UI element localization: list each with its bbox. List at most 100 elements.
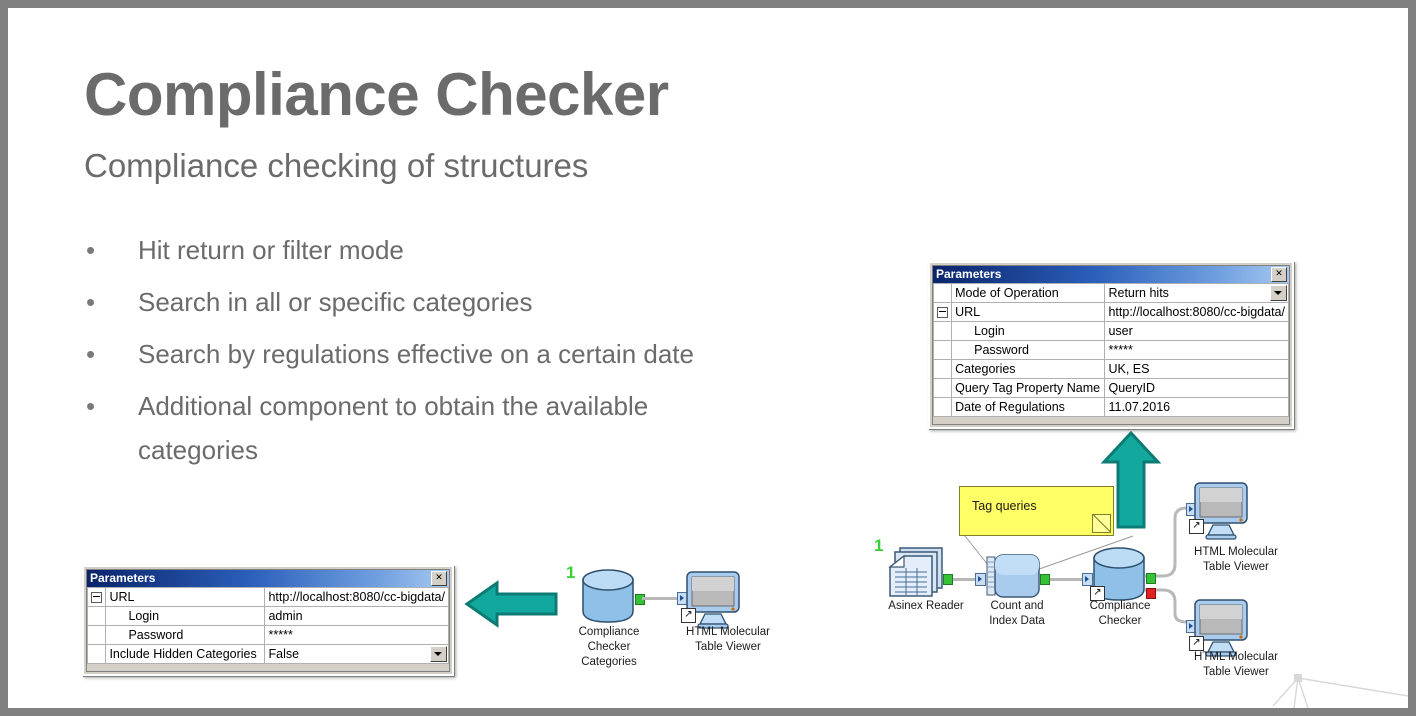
dialog-badge-icon[interactable]: ↗ — [1189, 519, 1204, 534]
table-row[interactable]: URL http://localhost:8080/cc-bigdata/ — [932, 302, 1289, 322]
sticky-note-text: Tag queries — [972, 499, 1037, 513]
dialog-badge-icon[interactable]: ↗ — [1090, 586, 1105, 601]
chevron-down-icon[interactable] — [430, 646, 447, 662]
table-row[interactable]: Include Hidden Categories False — [86, 644, 449, 664]
sticky-note-tag-queries[interactable]: Tag queries — [959, 486, 1114, 536]
param-key: Password — [951, 340, 1106, 360]
compliance-checker-categories-node-icon[interactable] — [580, 568, 642, 626]
table-row[interactable]: Query Tag Property Name QueryID — [932, 378, 1289, 398]
node-label-count-index-line2: Index Data — [989, 615, 1045, 627]
bullet-marker: • — [86, 235, 96, 265]
param-value-cell[interactable]: 11.07.2016 — [1104, 397, 1289, 417]
close-icon[interactable]: ✕ — [431, 571, 447, 586]
node-label-categories-line1: Compliance — [578, 626, 640, 638]
table-row[interactable]: Categories UK, ES — [932, 359, 1289, 379]
input-port[interactable] — [975, 573, 986, 586]
param-value-cell[interactable]: ***** — [264, 625, 449, 645]
parameters-dialog-top[interactable]: Parameters ✕ Mode of Operation Return hi… — [928, 261, 1294, 429]
dialog-title: Parameters — [936, 267, 1002, 281]
edge-categories-to-viewer — [642, 597, 678, 600]
table-row[interactable]: Login admin — [86, 606, 449, 626]
table-row[interactable]: URL http://localhost:8080/cc-bigdata/ — [86, 587, 449, 607]
param-value-cell[interactable]: Return hits — [1104, 283, 1289, 303]
node-label-viewer1-line1: HTML Molecular — [1194, 546, 1278, 558]
dialog-titlebar[interactable]: Parameters ✕ — [87, 570, 449, 587]
node-badge-number: 1 — [874, 536, 884, 555]
close-icon[interactable]: ✕ — [1271, 267, 1287, 282]
node-label-viewer1-line2: Table Viewer — [1203, 561, 1269, 573]
row-gutter — [932, 397, 953, 417]
collapse-icon[interactable] — [91, 592, 103, 604]
asinex-reader-node-icon[interactable] — [886, 546, 948, 600]
html-table-viewer-monitor-icon[interactable] — [1193, 598, 1251, 660]
node-label-categories-line2: Checker — [587, 641, 631, 653]
note-fold-icon — [1092, 514, 1111, 533]
dialog-badge-icon[interactable]: ↗ — [1189, 636, 1204, 651]
param-value-cell[interactable]: ***** — [1104, 340, 1289, 360]
dialog-badge-icon[interactable]: ↗ — [681, 608, 696, 623]
table-row[interactable]: Password ***** — [932, 340, 1289, 360]
output-port-red[interactable] — [1146, 588, 1156, 599]
molecule-decoration — [1272, 674, 1408, 708]
teal-up-arrow-icon — [1100, 430, 1162, 529]
dialog-inner: Parameters ✕ URL http://localhost:8080/c… — [86, 569, 450, 672]
row-gutter — [932, 283, 953, 303]
node-label-count-index-line1: Count and — [990, 600, 1044, 612]
list-item: • Search by regulations effective on a c… — [78, 332, 798, 376]
param-value-cell[interactable]: UK, ES — [1104, 359, 1289, 379]
html-table-viewer-monitor-icon[interactable] — [1193, 481, 1251, 543]
edge-reader-to-count — [948, 578, 976, 581]
list-item: • Hit return or filter mode — [78, 228, 798, 272]
param-value-cell[interactable]: admin — [264, 606, 449, 626]
param-value-cell[interactable]: user — [1104, 321, 1289, 341]
param-value-cell[interactable]: http://localhost:8080/cc-bigdata/ — [1104, 302, 1289, 322]
parameters-dialog-bottom[interactable]: Parameters ✕ URL http://localhost:8080/c… — [82, 565, 454, 676]
bullet-marker: • — [86, 287, 96, 317]
page-title: Compliance Checker — [84, 61, 669, 128]
edge-count-to-checker — [1048, 578, 1083, 581]
output-port-green[interactable] — [1040, 574, 1050, 585]
teal-left-arrow-icon — [464, 580, 558, 628]
page-subtitle: Compliance checking of structures — [84, 147, 589, 184]
dialog-status-strip — [87, 664, 449, 671]
node-label-asinex-reader: Asinex Reader — [888, 600, 964, 612]
param-value-cell[interactable]: False — [264, 644, 449, 664]
bullet-text: Search in all or specific categories — [138, 287, 533, 317]
bullet-text: Search by regulations effective on a cer… — [138, 339, 694, 369]
dialog-inner: Parameters ✕ Mode of Operation Return hi… — [932, 265, 1290, 425]
output-port-green[interactable] — [1146, 573, 1156, 584]
row-gutter — [86, 606, 107, 626]
param-key: Login — [105, 606, 266, 626]
param-key: Mode of Operation — [951, 283, 1106, 303]
html-table-viewer-monitor-icon[interactable] — [685, 570, 743, 632]
param-value-cell[interactable]: QueryID — [1104, 378, 1289, 398]
output-port-green[interactable] — [943, 574, 953, 585]
node-label-categories-line3: Categories — [581, 656, 637, 668]
row-gutter[interactable] — [86, 587, 107, 607]
param-key: Password — [105, 625, 266, 645]
param-key: Include Hidden Categories — [105, 644, 266, 664]
node-label-compliance-checker-line1: Compliance — [1089, 600, 1151, 612]
table-row[interactable]: Mode of Operation Return hits — [932, 283, 1289, 303]
row-gutter — [932, 321, 953, 341]
dialog-title: Parameters — [90, 571, 156, 585]
input-port[interactable] — [1082, 573, 1093, 586]
collapse-icon[interactable] — [937, 307, 949, 319]
table-row[interactable]: Login user — [932, 321, 1289, 341]
table-row[interactable]: Date of Regulations 11.07.2016 — [932, 397, 1289, 417]
chevron-down-icon[interactable] — [1270, 285, 1287, 301]
node-label-small-viewer-line2: Table Viewer — [695, 641, 761, 653]
param-value: http://localhost:8080/cc-bigdata/ — [1108, 305, 1285, 319]
dialog-titlebar[interactable]: Parameters ✕ — [933, 266, 1289, 283]
param-key: Categories — [951, 359, 1106, 379]
param-value: 11.07.2016 — [1108, 400, 1171, 414]
table-row[interactable]: Password ***** — [86, 625, 449, 645]
row-gutter[interactable] — [932, 302, 953, 322]
count-index-node-icon[interactable] — [985, 553, 1047, 605]
row-gutter — [932, 378, 953, 398]
bullet-text: Hit return or filter mode — [138, 235, 404, 265]
bullet-text: Additional component to obtain the avail… — [138, 391, 649, 465]
param-value: QueryID — [1108, 381, 1156, 395]
param-value-cell[interactable]: http://localhost:8080/cc-bigdata/ — [264, 587, 449, 607]
